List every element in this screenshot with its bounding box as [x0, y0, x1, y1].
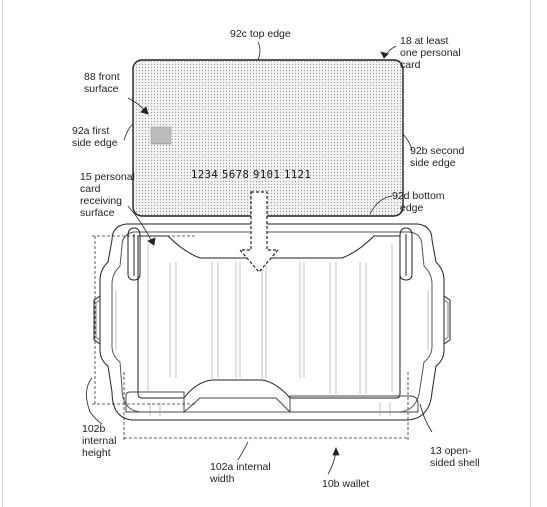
receiving-surface-leader — [127, 205, 153, 243]
label-second-side-edge: 92b second side edge — [410, 145, 467, 169]
left-page-edge — [2, 0, 3, 507]
card-chip — [150, 126, 172, 145]
right-clip — [399, 227, 413, 281]
second-side-edge-leader — [402, 133, 413, 151]
label-first-side-edge: 92a first side edge — [72, 125, 118, 149]
card-number-group-4: 1121 — [284, 169, 311, 181]
labels: 92c top edge 18 at least one personal ca… — [72, 28, 480, 490]
right-side-tab — [443, 295, 451, 345]
bottom-right-flap — [289, 395, 419, 413]
label-open-sided-shell: 13 open- sided shell — [430, 445, 480, 469]
label-internal-width: 102a internal width — [209, 461, 274, 485]
wallet-outer-outline — [99, 223, 445, 421]
leader-lines — [86, 41, 433, 475]
wallet-inner-outline — [111, 231, 433, 413]
label-front-surface: 88 front surface — [84, 71, 123, 95]
bottom-left-flap — [125, 391, 185, 413]
left-clip — [127, 227, 141, 281]
card-number-group-1: 1234 — [191, 169, 218, 181]
insertion-arrow — [238, 191, 280, 273]
left-side-tab — [93, 295, 101, 345]
top-edge-leader — [257, 41, 261, 61]
label-top-edge: 92c top edge — [230, 28, 291, 40]
right-page-edge — [530, 0, 531, 507]
personal-card: 1234 5678 9101 1121 — [132, 59, 404, 217]
label-bottom-edge: 92d bottom edge — [392, 190, 447, 214]
label-receiving-surface: 15 personal card receiving surface — [80, 171, 138, 219]
wallet-shading — [115, 244, 429, 416]
label-wallet: 10b wallet — [322, 478, 369, 490]
card-front-surface — [132, 59, 404, 217]
dimension-lines — [92, 235, 409, 442]
label-internal-height: 102b internal height — [82, 423, 119, 459]
card-number-group-2: 5678 — [222, 169, 249, 181]
card-number-group-3: 9101 — [253, 169, 280, 181]
open-sided-shell-leader — [419, 403, 433, 433]
first-side-edge-leader — [123, 123, 134, 141]
label-personal-card: 18 at least one personal card — [400, 35, 464, 71]
internal-height-leader — [86, 377, 103, 425]
bottom-edge-leader — [369, 195, 393, 215]
internal-width-leader — [237, 441, 249, 461]
